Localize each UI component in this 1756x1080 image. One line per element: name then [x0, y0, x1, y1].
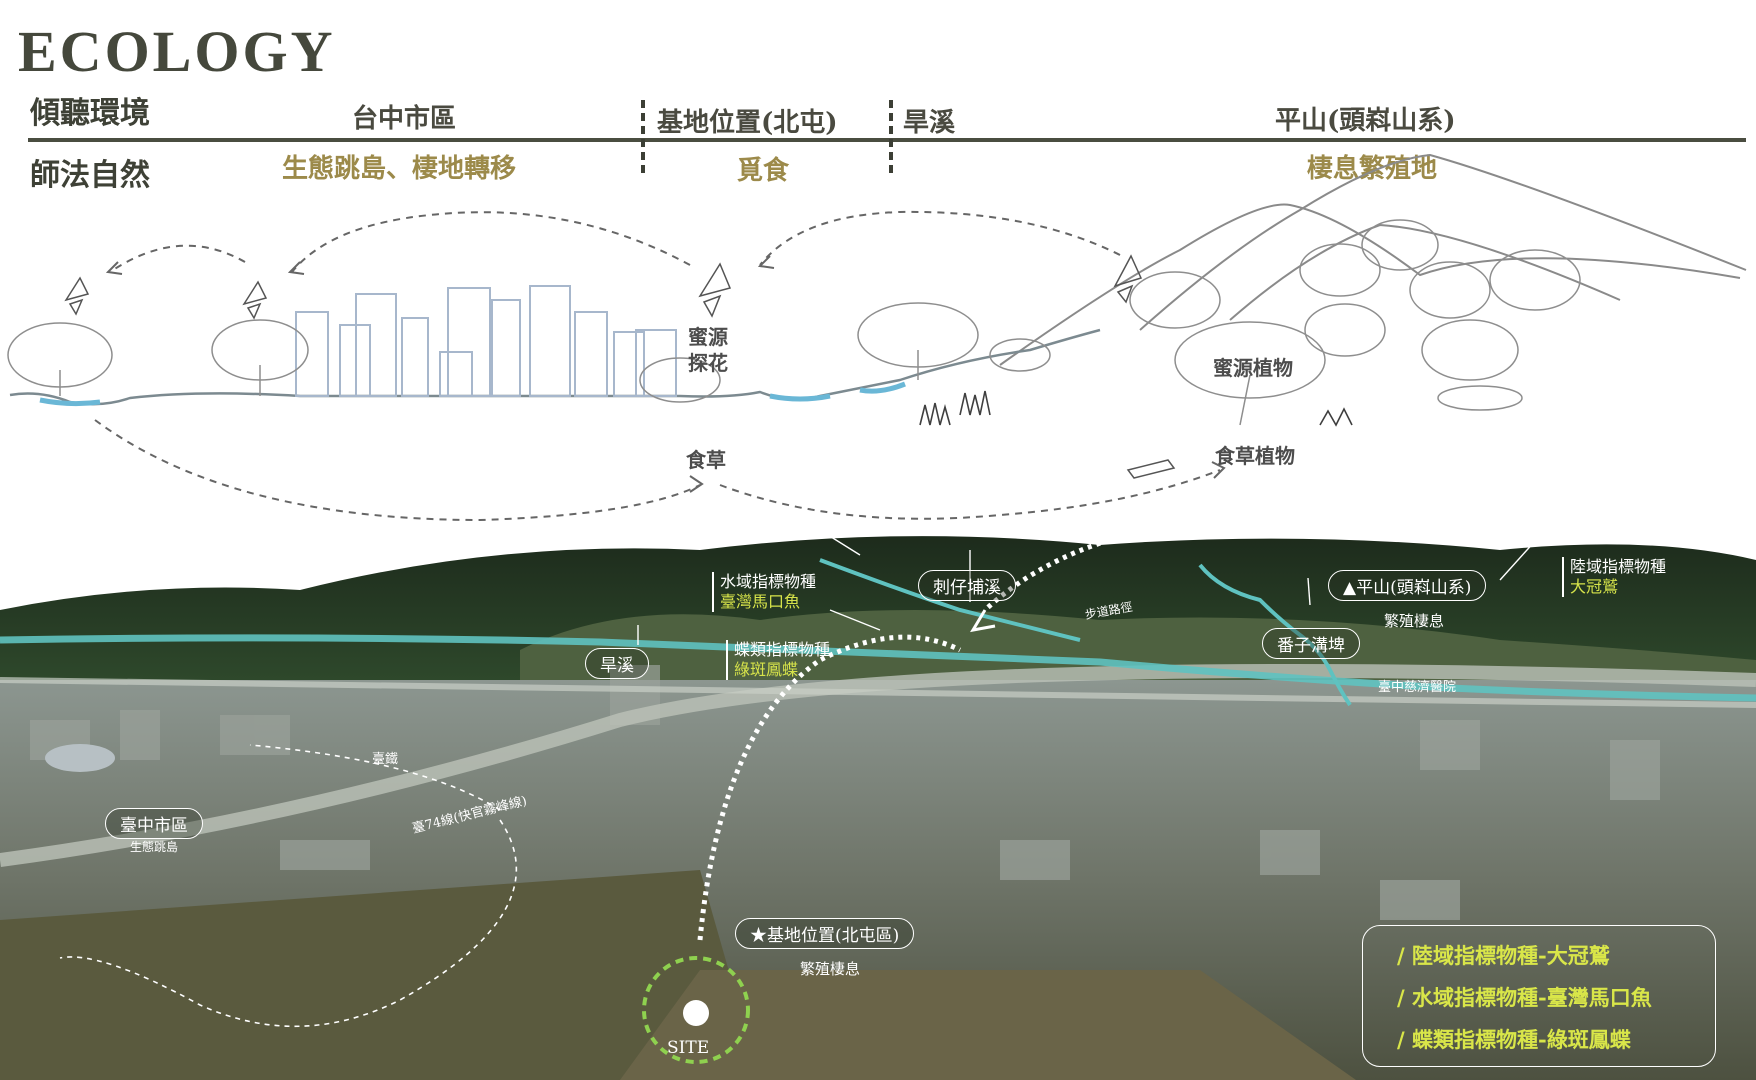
site-ring	[642, 956, 750, 1064]
aerial-map	[0, 530, 1756, 1080]
grass-sketches	[919, 390, 1353, 427]
tag-hanxi: 旱溪	[585, 648, 649, 679]
label-site-sub: 繁殖棲息	[800, 960, 861, 978]
water-pond-1	[39, 397, 101, 407]
railway	[0, 677, 1756, 708]
label-host: 食草	[686, 448, 726, 472]
ecology-sketch	[7, 100, 1747, 522]
zone-name-site: 基地位置(北屯)	[657, 108, 838, 138]
migration-arcs	[94, 210, 1221, 522]
legend-item-land: / 陸域指標物種-大冠鷲	[1397, 943, 1610, 968]
label-host-plants: 食草植物	[1215, 444, 1295, 468]
water-indicator-label: 水域指標物種	[720, 572, 817, 591]
flight-arrow	[970, 609, 996, 633]
zone-name-hanxi: 旱溪	[903, 108, 956, 138]
annotation-butterfly: 蝶類指標物種 綠斑鳳蝶	[726, 640, 830, 680]
label-nectar: 蜜源 探花	[688, 325, 728, 375]
leader-lines	[637, 530, 1546, 645]
butterfly-species-label: 綠斑鳳蝶	[734, 660, 799, 679]
tag-pingshan: ▲平山(頭嵙山系)	[1328, 570, 1487, 601]
tree-sketches	[7, 219, 1581, 426]
species-legend: / 陸域指標物種-大冠鷲 / 水域指標物種-臺灣馬口魚 / 蝶類指標物種-綠斑鳳…	[1362, 925, 1716, 1067]
label-city-sub: 生態跳島	[130, 840, 179, 854]
trail-sign-icon	[1126, 459, 1176, 479]
water-tank	[45, 744, 115, 772]
stream-fanzi	[1198, 563, 1352, 707]
migration-path-city	[249, 744, 501, 811]
label-nectar-plants: 蜜源植物	[1213, 356, 1293, 380]
ground-line	[9, 328, 1101, 406]
flight-path-upper	[983, 530, 1305, 612]
legend-item-butterfly: / 蝶類指標物種-綠斑鳳蝶	[1397, 1027, 1631, 1052]
label-rail: 臺鐵	[372, 752, 399, 767]
mountain-sketch	[999, 153, 1747, 366]
tag-fanzi: 番子溝埤	[1262, 628, 1360, 659]
stream-cizipu	[819, 558, 1081, 642]
zone-role-pingshan: 棲息繁殖地	[1307, 154, 1438, 184]
label-site: SITE	[667, 1038, 710, 1058]
zone-role-city: 生態跳島、棲地轉移	[282, 154, 517, 184]
arrow-heads	[105, 255, 1226, 493]
tag-site-position: ★基地位置(北屯區)	[735, 918, 915, 949]
row-label-listen: 傾聽環境	[30, 96, 150, 131]
row-label-nature: 師法自然	[30, 158, 150, 193]
annotation-land: 陸域指標物種 大冠鷲	[1562, 557, 1666, 597]
zone-role-site: 覓食	[737, 156, 790, 186]
tag-ciziputing: 刺仔埔溪	[918, 570, 1016, 601]
buildings	[30, 665, 1660, 920]
butterfly-icons	[64, 254, 1143, 320]
tag-taichung-city: 臺中市區	[105, 808, 203, 839]
migration-path-fields	[59, 819, 518, 1028]
zone-name-pingshan: 平山(頭嵙山系)	[1275, 106, 1456, 136]
annotation-water: 水域指標物種 臺灣馬口魚	[712, 572, 816, 612]
water-pond-2	[769, 393, 831, 402]
city-buildings	[295, 285, 677, 397]
label-hospital: 臺中慈濟醫院	[1378, 680, 1457, 695]
site-dot	[683, 1000, 709, 1026]
zone-name-city: 台中市區	[352, 104, 457, 134]
water-pond-3	[859, 381, 906, 394]
highway-74	[0, 664, 1756, 867]
label-pingshan-sub: 繁殖棲息	[1384, 612, 1445, 630]
fields-left	[0, 870, 760, 1080]
water-species-label: 臺灣馬口魚	[720, 592, 801, 611]
land-indicator-label: 陸域指標物種	[1570, 557, 1667, 576]
butterfly-indicator-label: 蝶類指標物種	[734, 640, 831, 659]
land-species-label: 大冠鷲	[1570, 577, 1619, 596]
fields-center	[620, 970, 1356, 1080]
river-hanxi	[0, 634, 1756, 702]
page-title: ECOLOGY	[18, 19, 336, 84]
legend-item-water: / 水域指標物種-臺灣馬口魚	[1397, 985, 1652, 1010]
